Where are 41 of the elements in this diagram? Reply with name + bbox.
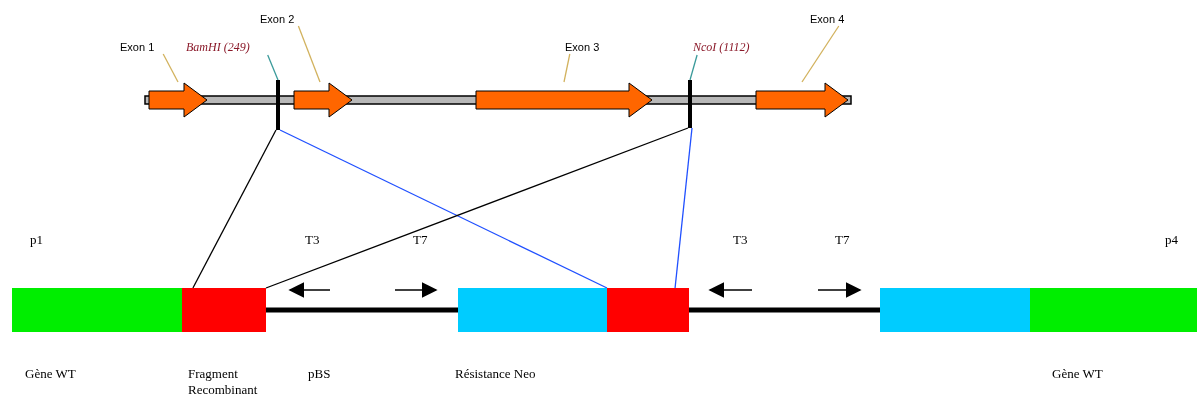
connector-line bbox=[674, 127, 693, 289]
plasmid-backbone bbox=[266, 307, 458, 313]
dna-segment bbox=[12, 288, 182, 332]
exon-label: Exon 4 bbox=[810, 12, 858, 26]
exon-arrow bbox=[475, 82, 653, 118]
segment-label: pBS bbox=[308, 366, 331, 382]
dna-segment bbox=[880, 288, 1030, 332]
primer-label: p4 bbox=[1165, 232, 1178, 248]
dna-segment bbox=[182, 288, 266, 332]
primer-label: p1 bbox=[30, 232, 43, 248]
leader-line bbox=[801, 25, 840, 83]
segment-label: Résistance Neo bbox=[455, 366, 536, 382]
restriction-site-label: BamHI (249) bbox=[186, 40, 272, 55]
exon-arrow bbox=[148, 82, 208, 118]
dna-segment bbox=[1030, 288, 1197, 332]
leader-line bbox=[162, 53, 179, 83]
leader-line bbox=[267, 54, 279, 81]
plasmid-backbone bbox=[689, 307, 880, 313]
primer-label: T7 bbox=[413, 232, 428, 248]
exon-label: Exon 2 bbox=[260, 12, 308, 26]
segment-label: Gène WT bbox=[25, 366, 76, 382]
exon-arrow bbox=[293, 82, 353, 118]
connector-line bbox=[192, 129, 277, 289]
primer-label: T3 bbox=[305, 232, 320, 248]
segment-label: Fragment Recombinant bbox=[188, 366, 259, 398]
exon-label: Exon 1 bbox=[120, 40, 168, 54]
exon-arrow bbox=[755, 82, 849, 118]
exon-label: Exon 3 bbox=[565, 40, 613, 54]
segment-label: Gène WT bbox=[1052, 366, 1103, 382]
cut-site-mark bbox=[688, 80, 692, 128]
cut-site-mark bbox=[276, 80, 280, 130]
connector-line bbox=[279, 129, 608, 289]
connector-line bbox=[265, 127, 689, 289]
dna-segment bbox=[607, 288, 689, 332]
leader-line bbox=[297, 25, 321, 83]
leader-line bbox=[563, 53, 571, 83]
primer-label: T7 bbox=[835, 232, 850, 248]
primer-label: T3 bbox=[733, 232, 748, 248]
restriction-site-label: NcoI (1112) bbox=[693, 40, 775, 55]
leader-line bbox=[689, 54, 698, 81]
dna-segment bbox=[458, 288, 607, 332]
